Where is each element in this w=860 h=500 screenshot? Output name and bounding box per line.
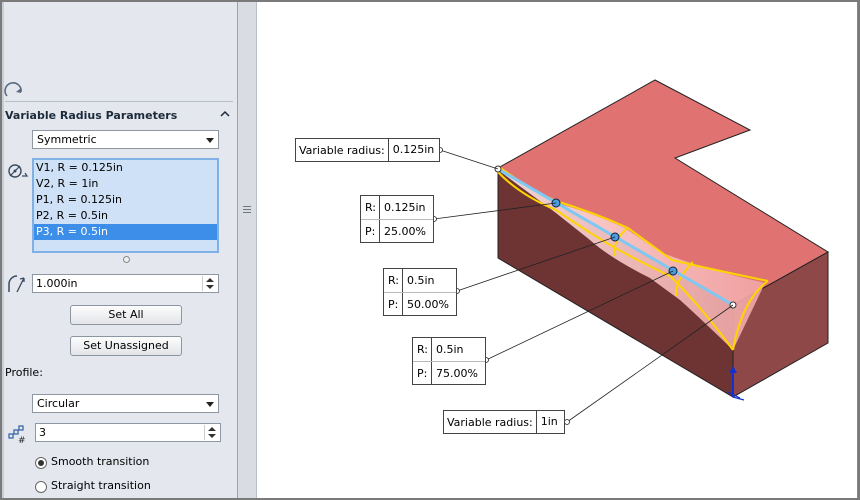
smooth-transition-radio[interactable] bbox=[35, 457, 47, 469]
chevron-up-icon[interactable] bbox=[219, 108, 231, 120]
list-item[interactable]: P2, R = 0.5in bbox=[36, 209, 108, 222]
profile-select[interactable]: Circular bbox=[32, 394, 219, 413]
callout-value[interactable]: 0.125in bbox=[387, 139, 439, 161]
radius-icon bbox=[8, 275, 25, 293]
set-unassigned-button[interactable]: Set Unassigned bbox=[70, 336, 182, 356]
section-title: Variable Radius Parameters bbox=[5, 109, 178, 122]
fillet-boundary-front bbox=[497, 171, 734, 351]
callout-p-value[interactable]: 50.00% bbox=[402, 293, 456, 316]
callout-r-key: R: bbox=[417, 343, 429, 356]
callout-p-key: P: bbox=[388, 298, 399, 311]
callout-p-key: P: bbox=[365, 225, 376, 238]
spin-down-icon[interactable] bbox=[206, 285, 214, 289]
list-resize-handle[interactable] bbox=[123, 256, 130, 263]
profile-select-value: Circular bbox=[37, 397, 80, 410]
svg-text:#: # bbox=[18, 436, 26, 444]
symmetry-select-value: Symmetric bbox=[37, 133, 97, 146]
vertex-list[interactable]: V1, R = 0.125in V2, R = 1in P1, R = 0.12… bbox=[32, 158, 219, 253]
callout-p-value[interactable]: 75.00% bbox=[431, 362, 485, 385]
fillet-feature-icon bbox=[4, 82, 22, 97]
instances-input-value: 3 bbox=[39, 426, 46, 439]
panel-splitter[interactable] bbox=[238, 0, 257, 500]
callout-p-value[interactable]: 25.00% bbox=[379, 220, 433, 243]
list-item-selected[interactable]: P3, R = 0.5in bbox=[34, 224, 217, 240]
chevron-down-icon bbox=[206, 402, 214, 407]
callout-label: Variable radius: bbox=[447, 415, 533, 429]
radius-spinner[interactable] bbox=[202, 276, 217, 291]
callout-p-key: P: bbox=[417, 367, 428, 380]
symmetry-select[interactable]: Symmetric bbox=[32, 130, 219, 149]
section-divider bbox=[5, 101, 233, 102]
callout-r-value[interactable]: 0.5in bbox=[431, 338, 485, 361]
list-item[interactable]: V1, R = 0.125in bbox=[36, 161, 123, 174]
panel-edge bbox=[0, 0, 4, 500]
chevron-down-icon bbox=[206, 138, 214, 143]
fillet-section-end bbox=[732, 280, 769, 351]
variable-radius-icon bbox=[8, 164, 29, 178]
spin-up-icon[interactable] bbox=[206, 278, 214, 282]
instances-input[interactable]: 3 bbox=[35, 423, 221, 442]
spin-down-icon[interactable] bbox=[208, 434, 216, 438]
callout-p3[interactable]: R:0.5in P:75.00% bbox=[412, 337, 486, 385]
graphics-area[interactable]: Variable radius: 0.125in R:0.125in P:25.… bbox=[257, 0, 860, 500]
radius-input-value: 1.000in bbox=[36, 277, 78, 290]
fillet-section-p3 bbox=[674, 261, 694, 297]
callout-p2[interactable]: R:0.5in P:50.00% bbox=[383, 268, 457, 316]
radius-input[interactable]: 1.000in bbox=[32, 274, 219, 293]
callout-leaders bbox=[433, 149, 734, 423]
instances-icon: # bbox=[8, 425, 26, 444]
spin-up-icon[interactable] bbox=[208, 427, 216, 431]
property-manager-panel: Variable Radius Parameters Symmetric V1,… bbox=[0, 0, 238, 500]
callout-r-key: R: bbox=[388, 274, 400, 287]
triad-icon bbox=[727, 366, 745, 401]
callout-label: Variable radius: bbox=[299, 143, 385, 157]
list-item[interactable]: V2, R = 1in bbox=[36, 177, 99, 190]
list-item[interactable]: P1, R = 0.125in bbox=[36, 193, 122, 206]
set-all-button[interactable]: Set All bbox=[70, 305, 182, 325]
straight-transition-label: Straight transition bbox=[51, 479, 151, 492]
callout-r-value[interactable]: 0.5in bbox=[402, 269, 456, 292]
model-view[interactable] bbox=[257, 0, 857, 500]
profile-label: Profile: bbox=[5, 366, 43, 379]
straight-transition-radio[interactable] bbox=[35, 481, 47, 493]
callout-r-key: R: bbox=[365, 201, 377, 214]
callout-p1[interactable]: R:0.125in P:25.00% bbox=[360, 195, 434, 243]
callout-variable-radius-end[interactable]: Variable radius: 1in bbox=[443, 410, 565, 434]
instances-spinner[interactable] bbox=[204, 425, 219, 440]
splitter-grip-icon[interactable] bbox=[243, 206, 251, 215]
smooth-transition-label: Smooth transition bbox=[51, 455, 150, 468]
callout-value[interactable]: 1in bbox=[535, 411, 562, 433]
callout-variable-radius-start[interactable]: Variable radius: 0.125in bbox=[295, 138, 440, 162]
callout-r-value[interactable]: 0.125in bbox=[379, 196, 433, 219]
